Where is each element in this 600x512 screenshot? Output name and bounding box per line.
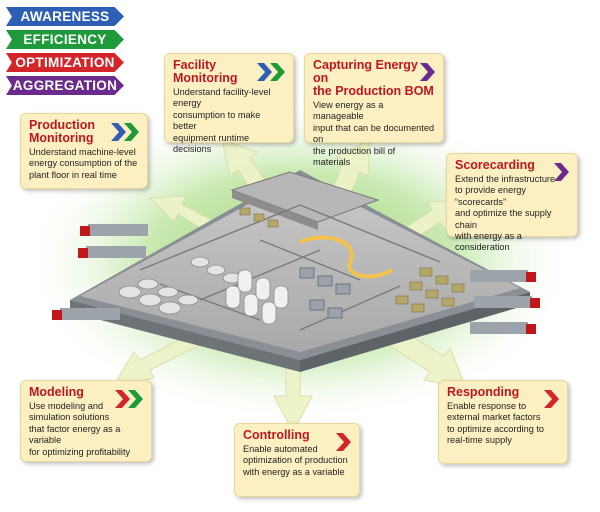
upper-wing [230,171,380,223]
card-body: Extend the infrastructure to provide ene… [455,174,556,253]
card-body: Enable response to external market facto… [447,401,545,446]
chevron-icons [420,63,435,81]
chevron-icon [336,433,351,451]
upper-wing-wall [232,190,318,230]
card-body: Understand machine-level energy consumpt… [29,147,138,180]
factory [52,170,540,372]
card-title: Responding [447,385,520,399]
chevron-icon [270,63,285,81]
card-title: Production Monitoring [29,118,95,145]
trucks-left [52,224,148,320]
card-body: Understand facility-level energy consump… [173,87,271,155]
chevron-icons [257,63,285,81]
card-facility-monitoring: Facility Monitoring Understand facility-… [164,53,294,154]
card-title: Scorecarding [455,158,535,172]
legend-awareness: AWARENESS [6,7,124,26]
card-title: Modeling [29,385,84,399]
card-capturing-energy: Capturing Energy on the Production BOM V… [304,53,444,167]
conveyor [299,235,394,279]
chevron-icon [111,123,126,141]
card-title: Capturing Energy on the Production BOM [313,58,434,98]
chevron-icons [111,123,139,141]
tanks-center [225,269,289,325]
floor-top [80,176,520,352]
legend-aggregation: AGGREGATION [6,76,124,95]
trucks-right [470,270,540,334]
floor-edge-right [300,292,530,372]
chevron-icon [115,390,130,408]
arrows [110,139,467,434]
card-body: View energy as a manageable input that c… [313,100,435,168]
chevron-icon [420,63,435,81]
legend-optimization-label: OPTIMIZATION [15,55,115,70]
chevron-icon [257,63,272,81]
partition-5 [259,239,361,281]
card-scorecarding: Scorecarding Extend the infrastructure t… [446,153,578,252]
card-title: Controlling [243,428,310,442]
tanks-left [118,256,242,315]
chevron-icons [544,390,559,408]
chevron-icon [128,390,143,408]
partition-1 [139,204,441,271]
chevron-icons [115,390,143,408]
legend-optimization: OPTIMIZATION [6,53,124,72]
card-responding: Responding Enable response to external m… [438,380,568,464]
pallets [239,207,465,313]
partition-2 [199,249,321,301]
legend-efficiency: EFFICIENCY [6,30,124,49]
chevron-icons [336,433,351,451]
card-controlling: Controlling Enable automated optimizatio… [234,423,360,497]
machines [299,267,351,319]
partition-3 [299,285,401,331]
floor-edge [70,300,300,372]
card-body: Use modeling and simulation solutions th… [29,401,131,457]
chevron-icon [554,163,569,181]
legend-efficiency-label: EFFICIENCY [23,32,107,47]
chevron-icons [554,163,569,181]
legend-awareness-label: AWARENESS [20,9,110,24]
card-modeling: Modeling Use modeling and simulation sol… [20,380,152,462]
card-production-monitoring: Production Monitoring Understand machine… [20,113,148,189]
chevron-icon [544,390,559,408]
card-title: Facility Monitoring [173,58,238,85]
chevron-icon [124,123,139,141]
card-body: Enable automated optimization of product… [243,444,348,477]
legend-aggregation-label: AGGREGATION [12,78,118,93]
